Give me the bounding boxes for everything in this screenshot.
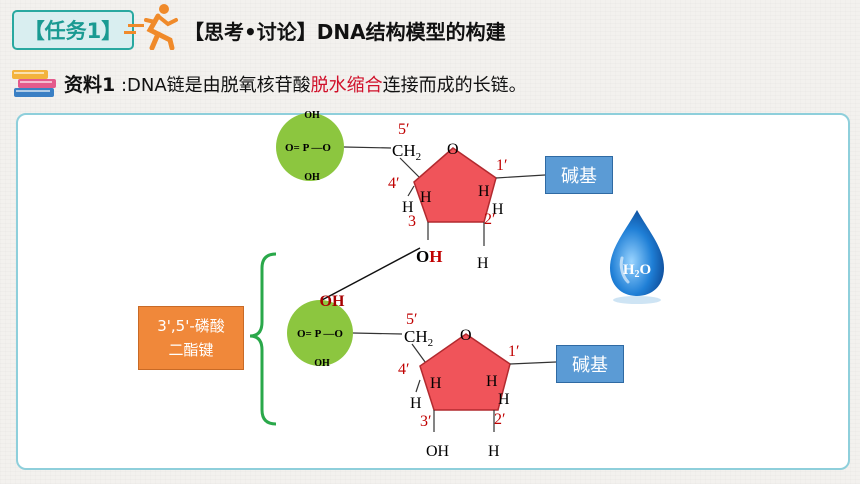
- material-text-after: 连接而成的长链。: [382, 75, 527, 96]
- top-pos4: 4′: [388, 175, 400, 192]
- bond-bracket: [249, 252, 277, 426]
- svg-text:H: H: [486, 373, 498, 390]
- bottom-pos2: 2′: [494, 411, 506, 428]
- top-pos1: 1′: [496, 157, 508, 174]
- phosphodiester-bond-label: 3',5'-磷酸 二酯键: [138, 306, 244, 370]
- top-phosphate-p: O= P —O: [285, 142, 331, 154]
- top-pos5: 5′: [398, 121, 410, 138]
- books-icon: [12, 70, 56, 97]
- svg-text:H: H: [488, 443, 500, 460]
- bottom-phosphate-p: O= P —O: [297, 328, 343, 340]
- water-drop-icon: H2O: [610, 210, 664, 304]
- material-label: 资料1: [64, 74, 116, 96]
- svg-text:H: H: [402, 199, 414, 216]
- top-oh: OH: [416, 247, 442, 266]
- top-pos3: 3: [408, 213, 416, 230]
- bottom-sugar-ring: [419, 333, 511, 411]
- water-formula: H2O: [623, 262, 651, 280]
- task-badge: 【任务1】: [12, 10, 134, 50]
- base-box-bottom: 碱基: [556, 345, 624, 383]
- top-ring-o: O: [447, 141, 459, 158]
- bottom-phosphate-circle: [287, 300, 353, 366]
- svg-text:H: H: [478, 183, 490, 200]
- bottom-pos1: 1′: [508, 343, 520, 360]
- runner-icon: [124, 4, 178, 50]
- page-title: 【思考•讨论】DNA结构模型的构建: [184, 20, 506, 44]
- svg-text:H: H: [498, 391, 510, 408]
- top-phosphate-circle: [276, 113, 344, 181]
- base-box-top: 碱基: [545, 156, 613, 194]
- svg-text:H: H: [410, 395, 422, 412]
- svg-text:H: H: [420, 189, 432, 206]
- bottom-ring-o: O: [460, 327, 472, 344]
- material-text: 资料1 :DNA链是由脱氧核苷酸脱水缩合连接而成的长链。: [64, 70, 527, 97]
- phosphodiester-link: [321, 247, 421, 301]
- material-highlight: 脱水缩合: [310, 75, 383, 96]
- top-phosphate-oh-bottom: OH: [304, 172, 320, 183]
- svg-text:H: H: [492, 201, 504, 218]
- material-colon: :: [115, 75, 128, 96]
- bottom-oh: OH: [426, 443, 450, 460]
- bottom-pos4: 4′: [398, 361, 410, 378]
- bottom-phosphate-oh-big: OH: [320, 293, 345, 310]
- bottom-phosphate-oh-bottom: OH: [314, 358, 330, 369]
- top-sugar-ring: [413, 147, 497, 223]
- top-ch2: CH2: [392, 141, 421, 163]
- svg-text:H: H: [477, 255, 489, 272]
- top-pos2: 2′: [484, 211, 496, 228]
- bottom-pos5: 5′: [406, 311, 418, 328]
- bottom-pos3: 3′: [420, 413, 432, 430]
- top-phosphate-oh: OH: [304, 110, 320, 121]
- svg-text:H: H: [430, 375, 442, 392]
- bottom-ch2: CH2: [404, 327, 433, 349]
- material-text-before: DNA链是由脱氧核苷酸: [127, 75, 311, 96]
